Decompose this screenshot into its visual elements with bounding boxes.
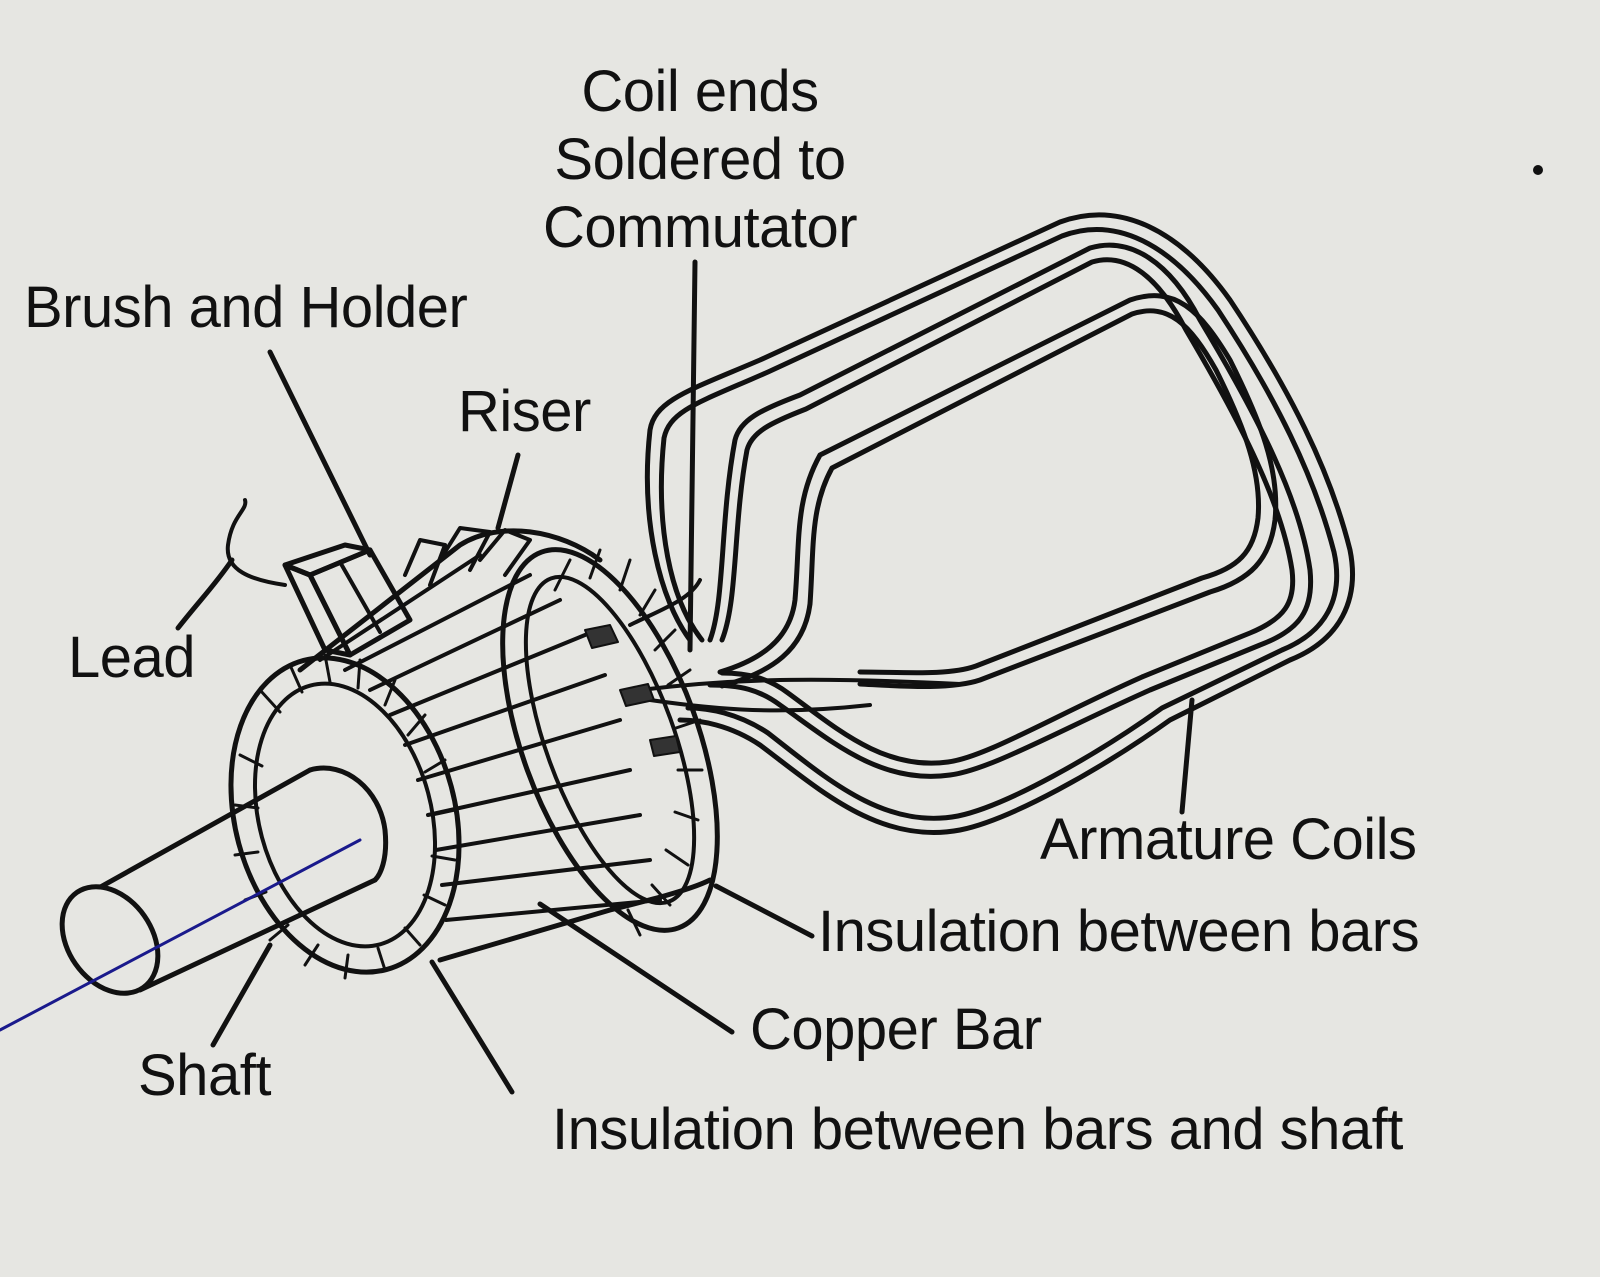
coil-lead-3 [650, 700, 870, 710]
label-coil-ends-line-3: Commutator [520, 194, 880, 262]
copper-bar-4 [390, 635, 585, 715]
brush-side [310, 550, 410, 655]
copper-bar-3 [370, 600, 560, 690]
copper-bar-8 [436, 815, 640, 850]
insulation-spot-1 [585, 625, 618, 648]
label-lead: Lead [68, 626, 195, 690]
leader-coil-ends [690, 262, 695, 650]
shaft-end-face [42, 868, 177, 1011]
leader-armature [1182, 700, 1192, 812]
leader-lead [178, 560, 232, 628]
label-coil-ends-line-2: Soldered to [520, 126, 880, 194]
label-insulation-between-bars: Insulation between bars [818, 900, 1419, 964]
leader-riser [498, 455, 518, 528]
label-coil-ends-line-1: Coil ends [520, 58, 880, 126]
label-shaft: Shaft [138, 1044, 271, 1108]
commutator-barrel-bottom [440, 880, 710, 960]
brush-and-holder [228, 500, 410, 655]
label-armature-coils: Armature Coils [1040, 808, 1417, 872]
pen-stroke [0, 840, 360, 1030]
leader-insulation-shaft [432, 962, 512, 1092]
insulation-spot-3 [650, 736, 680, 756]
label-brush-and-holder: Brush and Holder [24, 276, 467, 340]
shaft-collar [310, 768, 386, 880]
insulation-spot-2 [620, 684, 654, 706]
label-copper-bar: Copper Bar [750, 998, 1042, 1062]
label-insulation-bars-and-shaft: Insulation between bars and shaft [552, 1098, 1403, 1162]
ink-dot [1533, 165, 1543, 175]
armature-coil-outer-inner [661, 230, 1336, 819]
armature-coils [630, 215, 1353, 833]
shaft [0, 768, 386, 1030]
riser-1 [405, 540, 445, 585]
leader-shaft [213, 945, 270, 1045]
leader-insulation-bars [716, 886, 812, 936]
label-coil-ends: Coil ends Soldered to Commutator [520, 58, 880, 262]
commutator-back-rim-inner [491, 556, 729, 923]
leader-brush [270, 352, 370, 555]
label-riser: Riser [458, 380, 591, 444]
lead-wire [228, 500, 285, 585]
